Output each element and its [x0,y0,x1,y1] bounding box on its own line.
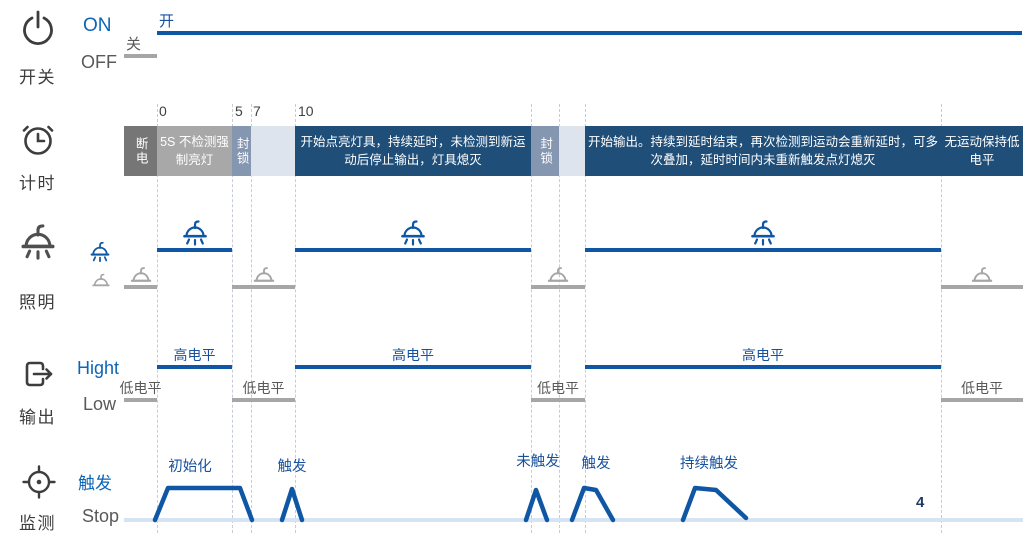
timer-phase-block: 5S 不检测强制亮灯 [157,126,232,176]
switch-state-label: 开 [159,13,175,30]
light-off-line [232,285,295,289]
sidebar-label-output: 输出 [19,408,56,427]
grid-line [585,104,586,533]
grid-line [559,104,560,533]
output-high-line [585,365,941,369]
legend-on-label: ON [83,15,112,36]
output-low-line [941,398,1023,402]
legend-low-label: Low [83,394,117,414]
grid-line [531,104,532,533]
sidebar-label-light: 照明 [19,293,56,312]
output-high-line [295,365,531,369]
light-off-line [531,285,585,289]
timer-phase-block [251,126,295,176]
switch-on-line [157,31,1022,35]
lamp-on-icon [88,240,112,264]
output-level-label: 低电平 [242,380,285,396]
light-off-line [941,285,1023,289]
output-level-label: 高电平 [742,347,784,363]
sidebar-label-monitor: 监测 [19,514,56,533]
trigger-event-label: 触发 [581,456,611,472]
power-icon [20,9,56,52]
output-icon [21,356,57,397]
light-on-line [157,248,232,252]
trigger-event-label: 未触发 [516,454,560,470]
legend-trigger-label: 触发 [78,474,112,493]
light-off-line [124,285,157,289]
trigger-waveform [124,448,1023,542]
lamp-on-icon [398,218,428,248]
trigger-count-label: 4 [916,494,925,511]
monitor-target-icon [20,463,58,506]
legend-off-label: OFF [81,52,117,72]
legend-high-label: Hight [77,358,120,378]
trigger-event-label: 初始化 [168,459,212,475]
trigger-event-label: 触发 [277,459,307,475]
timer-tick-label: 5 [235,103,243,119]
switch-state-label: 关 [126,36,142,53]
timer-phase-block: 开始输出。持续到延时结束，再次检测到运动会重新延时，可多次叠加，延时时间内未重新… [585,126,941,176]
timer-tick-label: 0 [159,103,167,119]
legend-stop-label: Stop [82,506,120,526]
lamp-on-icon [180,218,210,248]
grid-line [232,104,233,533]
clock-icon [20,119,56,164]
lamp-off-icon [90,272,112,294]
lamp-off-icon [969,265,995,291]
output-level-label: 低电平 [537,380,579,396]
timer-phase-block: 封锁 [531,126,559,176]
trigger-event-label: 持续触发 [680,456,738,472]
grid-line [157,104,158,533]
timer-phase-block: 断电 [124,126,157,176]
output-low-line [531,398,585,402]
output-level-label: 低电平 [961,380,1003,396]
switch-off-line [124,54,157,58]
timer-phase-block: 开始点亮灯具，持续延时，未检测到新运动后停止输出，灯具熄灭 [295,126,531,176]
output-low-line [232,398,295,402]
lamp-off-icon [545,265,571,291]
grid-line [941,104,942,533]
lamp-off-icon [251,265,277,291]
light-on-line [585,248,941,252]
timer-phase-block [559,126,585,176]
timer-tick-label: 10 [298,103,314,119]
lamp-on-icon [748,218,778,248]
timer-phase-block: 无运动保持低电平 [941,126,1023,176]
output-high-line [157,365,232,369]
ceiling-lamp-icon [17,221,59,268]
timer-phase-block: 封锁 [232,126,251,176]
grid-line [251,104,252,533]
sidebar-label-timer: 计时 [19,174,56,193]
lamp-off-icon [128,265,154,291]
sidebar-label-switch: 开关 [19,68,56,87]
output-level-label: 高电平 [173,347,216,363]
grid-line [295,104,296,533]
output-level-label: 高电平 [392,347,434,363]
output-level-label: 低电平 [119,380,162,396]
timer-tick-label: 7 [253,103,261,119]
output-low-line [124,398,157,402]
light-on-line [295,248,531,252]
